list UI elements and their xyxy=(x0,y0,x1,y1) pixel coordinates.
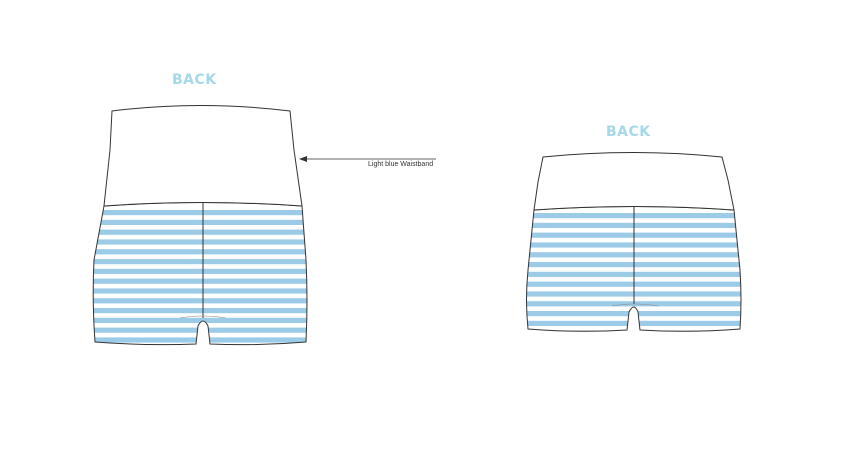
stripe xyxy=(93,308,307,314)
stripe xyxy=(93,210,307,216)
stripe xyxy=(93,337,307,343)
stripe xyxy=(526,242,741,248)
stripe xyxy=(93,278,307,284)
stripe xyxy=(526,222,741,228)
stripe xyxy=(93,317,307,323)
stripe xyxy=(93,219,307,225)
view-label-left: BACK xyxy=(172,72,217,88)
left-shorts-body xyxy=(80,202,320,352)
stripe xyxy=(526,291,741,297)
stripe xyxy=(526,262,741,268)
right-shorts-body xyxy=(526,206,741,332)
stripe xyxy=(526,213,741,219)
left-waistband xyxy=(103,105,303,207)
right-waistband xyxy=(533,152,735,211)
right-crotch-seam xyxy=(611,303,659,307)
view-label-right: BACK xyxy=(606,124,651,140)
stripe xyxy=(526,271,741,277)
stripe xyxy=(526,320,741,326)
stripe xyxy=(93,268,307,274)
stripe xyxy=(93,239,307,245)
stripe xyxy=(93,288,307,294)
stripe xyxy=(93,259,307,265)
stripe xyxy=(526,252,741,258)
stripe xyxy=(80,347,320,352)
left-crotch-seam xyxy=(179,315,227,319)
stripe xyxy=(93,298,307,304)
stripe xyxy=(93,249,307,255)
stripe xyxy=(526,281,741,287)
stripe xyxy=(526,232,741,238)
waistband-arrow xyxy=(299,156,436,162)
waistband-annotation-text: Light blue Waistband xyxy=(368,161,434,168)
stripe xyxy=(526,311,741,317)
stripe xyxy=(93,327,307,333)
stripe xyxy=(93,229,307,235)
stripe xyxy=(526,330,741,332)
